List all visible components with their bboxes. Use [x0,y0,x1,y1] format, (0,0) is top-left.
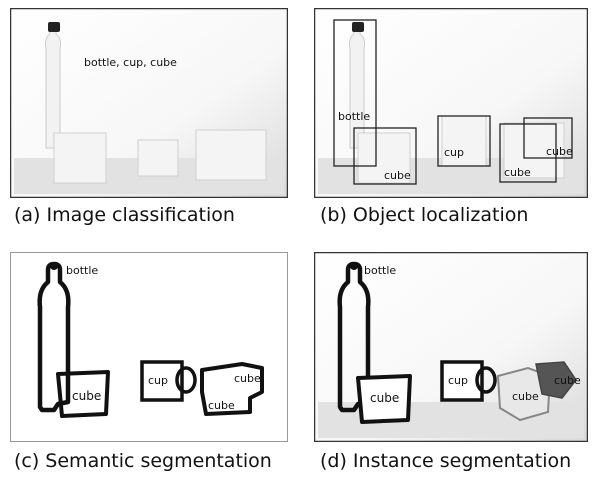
label-cube-1: cube [72,389,101,403]
inst-bottle-cap [350,262,358,270]
inst-cube-2 [496,366,552,422]
panel-c-image: bottle cube cup cube cube [10,252,288,442]
panel-b-image: bottle cube cup cube cube [314,8,588,198]
label-cube-3: cube [234,372,261,385]
seg-cube-1 [56,370,110,418]
panel-d-image: bottle cube cup cube cube [314,252,588,442]
inst-cube-1 [356,374,412,424]
label-bottle: bottle [66,264,98,277]
label-cube-1: cube [370,391,399,405]
panel-a-image: bottle, cup, cube [10,8,288,198]
seg-cup [140,360,184,402]
inst-cup-handle [475,366,497,394]
bbox-bottle [333,19,377,167]
label-cube-1: cube [384,169,411,182]
label-cube-2: cube [512,390,539,403]
inst-cube-3 [535,361,577,399]
label-cube-3: cube [546,145,573,158]
faint-cube [357,132,411,184]
label-cup: cup [444,146,464,159]
bbox-cup [437,115,491,167]
caption-a: (a) Image classification [14,204,235,226]
label-cup: cup [448,374,468,387]
bbox-cube-1 [353,127,417,185]
seg-bottle-cap [50,262,58,270]
label-cube-2: cube [504,166,531,179]
bbox-cube-2 [499,123,557,183]
class-list-label: bottle, cup, cube [84,56,177,69]
faint-bottle [45,25,61,149]
label-bottle: bottle [338,110,370,123]
label-cube-2: cube [208,399,235,412]
caption-b: (b) Object localization [320,204,529,226]
seg-cup-handle [175,366,197,394]
label-cube-3: cube [554,374,581,387]
inst-cup [440,360,484,402]
seg-cubes [200,362,264,416]
caption-c: (c) Semantic segmentation [14,450,272,472]
bottle-cap [48,22,60,32]
faint-cubes [503,122,565,179]
label-bottle: bottle [364,264,396,277]
faint-cube [53,132,107,184]
caption-d: (d) Instance segmentation [320,450,572,472]
faint-bottle [349,25,365,149]
bottle-cap [352,22,364,32]
faint-cubes [195,129,267,181]
label-cup: cup [148,374,168,387]
faint-cup [137,139,179,177]
bbox-cube-3 [523,117,573,159]
